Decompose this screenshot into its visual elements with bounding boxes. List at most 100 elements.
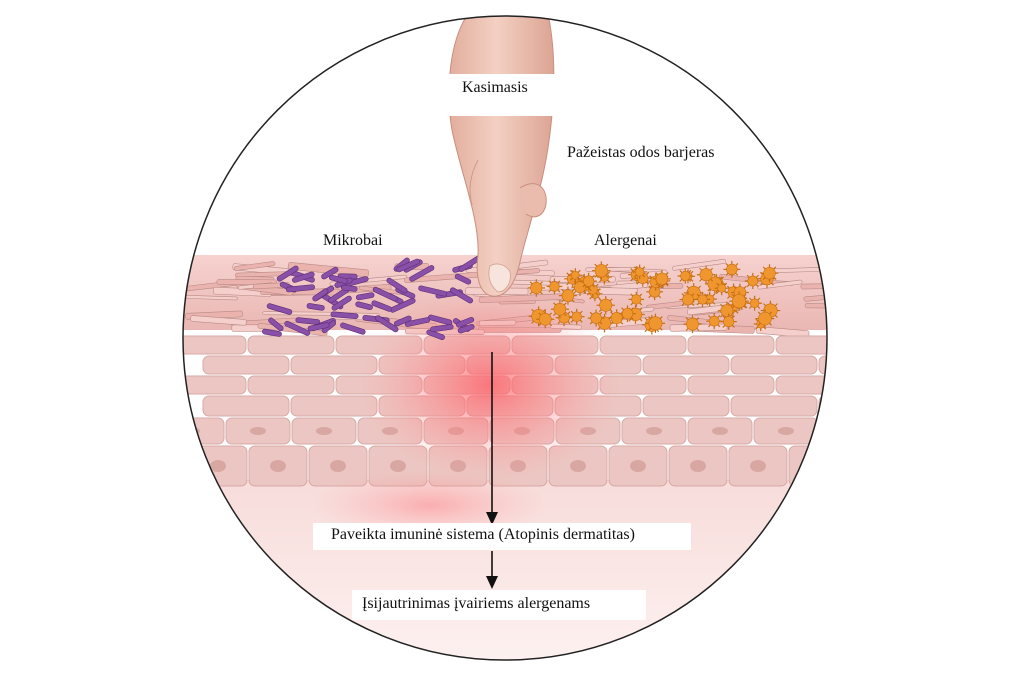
allergen xyxy=(723,261,741,278)
skin-flake xyxy=(190,315,247,326)
allergen xyxy=(714,281,729,296)
scratching-label-box: Kasimasis xyxy=(440,74,564,116)
allergen-core xyxy=(648,286,661,298)
allergen-core xyxy=(590,312,602,324)
cell-nucleus xyxy=(690,460,706,472)
epidermis-cell xyxy=(687,375,775,395)
immune-system-label: Paveikta imuninė sistema (Atopinis derma… xyxy=(331,526,635,543)
microbe xyxy=(292,271,315,283)
cell-nucleus xyxy=(844,427,860,435)
allergen xyxy=(628,291,645,308)
cell-nucleus xyxy=(250,427,266,435)
microbe xyxy=(386,277,408,294)
allergen xyxy=(580,272,597,290)
skin-flake xyxy=(757,279,803,290)
epidermis-cell xyxy=(642,355,730,375)
allergen xyxy=(536,310,555,329)
arrow-2 xyxy=(486,551,498,589)
microbe xyxy=(307,322,330,332)
cell-nucleus xyxy=(210,460,226,472)
epidermis-cell xyxy=(183,375,247,395)
allergen xyxy=(587,309,605,327)
allergen xyxy=(744,272,761,289)
allergen-core xyxy=(571,311,582,322)
allergens-cluster xyxy=(527,261,781,335)
diagram-circle-border xyxy=(182,15,828,661)
allergen-core xyxy=(594,264,608,278)
allergen-core xyxy=(549,281,560,292)
allergen-core xyxy=(574,281,586,294)
allergen-core xyxy=(561,289,575,302)
inflammation-glow-lower xyxy=(310,470,550,540)
allergen xyxy=(550,300,569,319)
microbe xyxy=(276,265,299,282)
scratching-label: Kasimasis xyxy=(462,79,528,96)
epidermis-cell xyxy=(183,417,225,445)
allergen xyxy=(679,291,697,309)
damaged-barrier-label: Pažeistas odos barjeras xyxy=(567,144,715,161)
microbe xyxy=(331,295,352,311)
allergen-core xyxy=(723,316,735,328)
allergen xyxy=(717,301,736,320)
epidermis-cell xyxy=(247,335,335,355)
microbe xyxy=(454,273,472,285)
allergen-core xyxy=(635,267,645,277)
allergen xyxy=(677,268,694,284)
epidermis-cell xyxy=(730,395,818,417)
allergen xyxy=(652,269,671,288)
microbes-cluster xyxy=(261,255,481,341)
allergen xyxy=(527,279,546,297)
microbe xyxy=(355,301,373,311)
epidermis-cell xyxy=(183,335,247,355)
cell-nucleus xyxy=(646,427,662,435)
immune-system-label-box: Paveikta imuninė sistema (Atopinis derma… xyxy=(313,523,691,550)
epidermis-cell xyxy=(730,355,818,375)
allergen xyxy=(755,309,775,329)
microbe xyxy=(330,311,359,319)
epidermis-cell xyxy=(788,445,827,487)
allergen-core xyxy=(680,270,691,282)
epidermis-cell xyxy=(775,335,827,355)
cell-nucleus xyxy=(390,460,406,472)
cell-nucleus xyxy=(712,427,728,435)
cell-nucleus xyxy=(630,460,646,472)
allergen-core xyxy=(538,312,552,326)
epidermis-cell xyxy=(818,395,827,417)
skin-flake xyxy=(804,303,827,309)
microbe xyxy=(457,323,475,334)
skin-flake xyxy=(672,258,727,271)
microbe xyxy=(340,322,366,335)
microbe xyxy=(284,320,311,336)
allergen-core xyxy=(699,268,713,282)
cell-nucleus xyxy=(570,460,586,472)
allergens-label: Alergenai xyxy=(594,232,657,249)
cell-nucleus xyxy=(750,460,766,472)
skin-flake xyxy=(755,326,810,338)
allergen xyxy=(706,313,723,330)
allergen xyxy=(683,315,702,334)
allergen xyxy=(632,264,647,280)
allergen xyxy=(729,291,749,311)
epidermis-cell xyxy=(819,417,827,445)
microbe xyxy=(396,258,420,273)
cell-nucleus xyxy=(316,427,332,435)
allergen-core xyxy=(763,267,776,280)
allergen xyxy=(747,295,763,311)
circle-content xyxy=(183,16,860,660)
allergen-core xyxy=(749,298,760,308)
epidermis-cell xyxy=(642,395,730,417)
inflammation-glow xyxy=(360,290,620,480)
sensitization-label-box: Įsijautrinimas įvairiems alergenams xyxy=(352,590,646,620)
microbe xyxy=(372,286,398,302)
epidermis-cell xyxy=(599,335,687,355)
allergen-core xyxy=(726,263,738,276)
sensitization-label: Įsijautrinimas įvairiems alergenams xyxy=(362,595,591,612)
epidermis-cell xyxy=(202,395,290,417)
allergen-core xyxy=(583,275,595,287)
allergen xyxy=(696,265,716,284)
microbe xyxy=(426,329,445,341)
allergen-core xyxy=(621,307,634,320)
microbe xyxy=(456,317,475,328)
allergen xyxy=(596,296,615,315)
microbe xyxy=(321,266,339,280)
